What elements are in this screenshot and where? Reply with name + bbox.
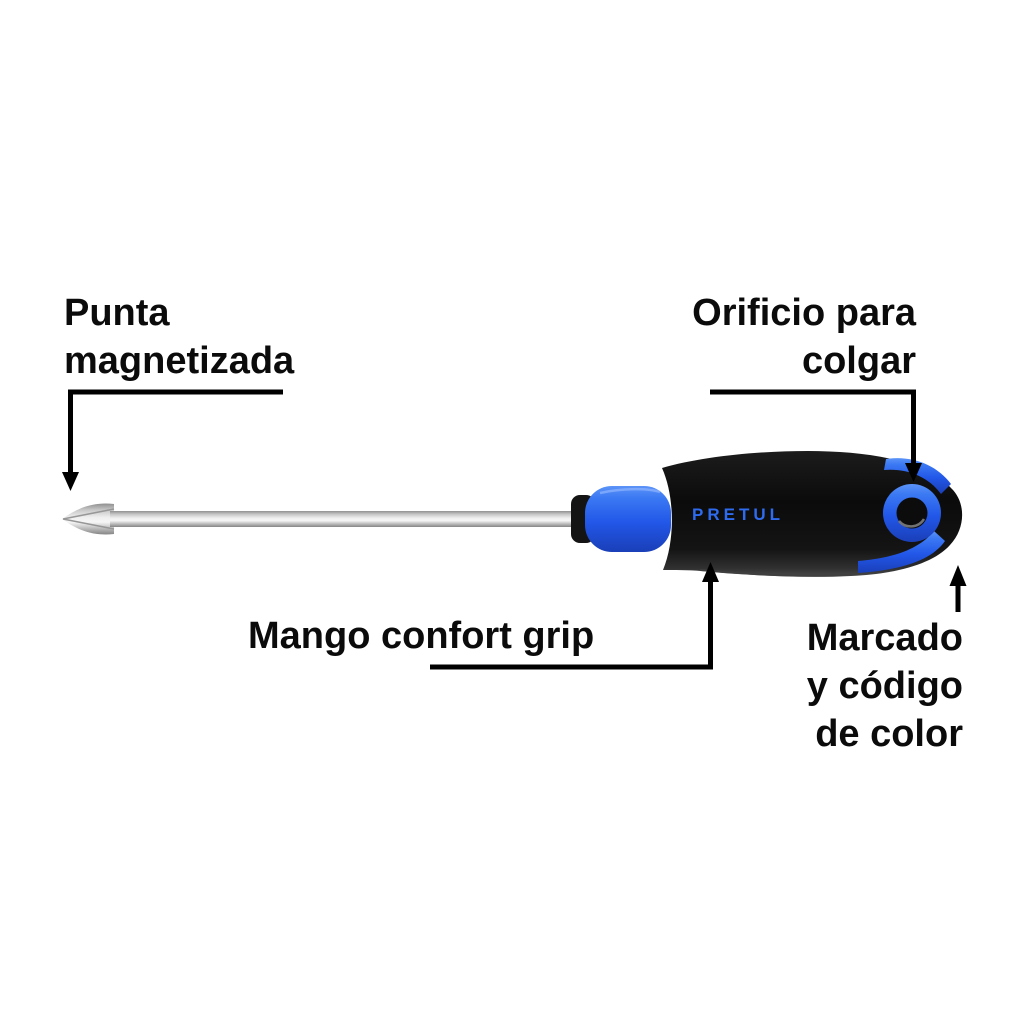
phillips-tip xyxy=(62,503,115,535)
arrowhead-hole xyxy=(905,463,922,482)
shaft xyxy=(110,511,580,527)
callout-line-grip xyxy=(430,581,713,670)
brand-text: PRETUL xyxy=(692,505,784,524)
arrowhead-tip xyxy=(62,472,79,491)
callout-arrowheads xyxy=(62,463,967,586)
callout-line-hole xyxy=(710,389,916,464)
callout-label-magnetized-tip: Punta magnetizada xyxy=(64,289,294,385)
screwdriver: PRETUL xyxy=(62,451,963,577)
label-line: magnetizada xyxy=(64,340,295,382)
grip-front-section xyxy=(585,486,671,552)
callout-label-hanging-hole: Orificio para colgar xyxy=(692,289,916,385)
label-line: colgar xyxy=(801,340,916,382)
label-line: Mango confort grip xyxy=(248,615,595,657)
arrowhead-grip xyxy=(702,562,719,582)
label-line: Marcado xyxy=(806,617,963,659)
label-line: de color xyxy=(815,713,963,755)
label-line: y código xyxy=(806,665,963,707)
callout-label-comfort-grip: Mango confort grip xyxy=(248,612,594,660)
rear-blue-cap xyxy=(858,458,951,573)
callout-line-tip xyxy=(68,389,283,474)
arrowhead-marking xyxy=(949,565,967,586)
label-line: Orificio para xyxy=(692,292,916,334)
hanging-hole xyxy=(883,484,941,542)
handle-body xyxy=(662,451,963,577)
callout-lines xyxy=(68,389,961,670)
label-line: Punta xyxy=(64,292,170,334)
callout-label-color-marking: Marcado y código de color xyxy=(807,614,963,758)
handle-sheen xyxy=(699,569,861,577)
